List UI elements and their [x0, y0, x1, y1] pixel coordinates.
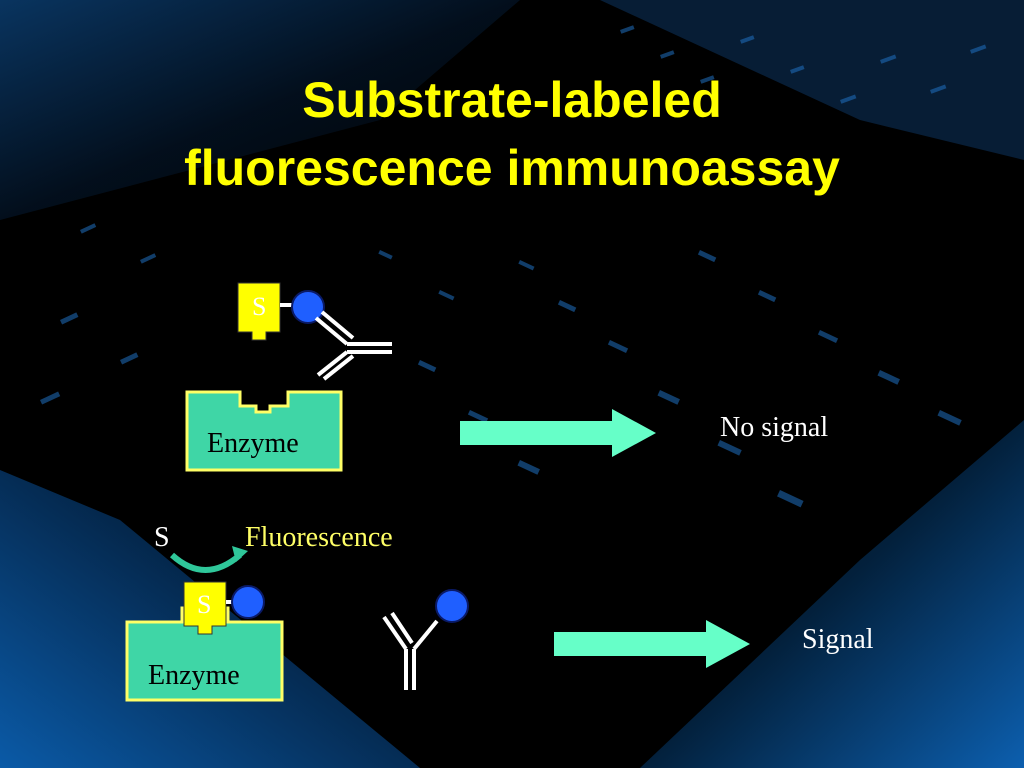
- substrate-tag-icon: [237, 282, 281, 341]
- fluorescent-label-icon: [291, 290, 325, 324]
- right-arrow-icon: [554, 620, 750, 668]
- enzyme-block: [185, 390, 343, 472]
- title-line-1: Substrate-labeled: [302, 72, 722, 128]
- released-substrate-label: S: [154, 522, 170, 553]
- curved-arrow-icon: [169, 546, 248, 573]
- result-signal: Signal: [802, 624, 874, 655]
- slide-title: Substrate-labeled fluorescence immunoass…: [0, 66, 1024, 202]
- substrate-tag-label: S: [252, 292, 267, 321]
- enzyme-block: [125, 606, 284, 702]
- result-no-signal: No signal: [720, 412, 829, 443]
- fluorescent-label-icon: [435, 589, 469, 623]
- enzyme-label: Enzyme: [148, 660, 240, 691]
- substrate-tag-icon: [183, 581, 227, 635]
- fluorescent-label-icon: [231, 585, 265, 619]
- substrate-tag-label: S: [197, 590, 212, 619]
- antibody-icon: [382, 611, 439, 690]
- right-arrow-icon: [460, 409, 656, 457]
- enzyme-label: Enzyme: [207, 428, 299, 459]
- antibody-icon: [314, 310, 392, 381]
- fluorescence-label: Fluorescence: [245, 522, 393, 553]
- title-line-2: fluorescence immunoassay: [184, 140, 840, 196]
